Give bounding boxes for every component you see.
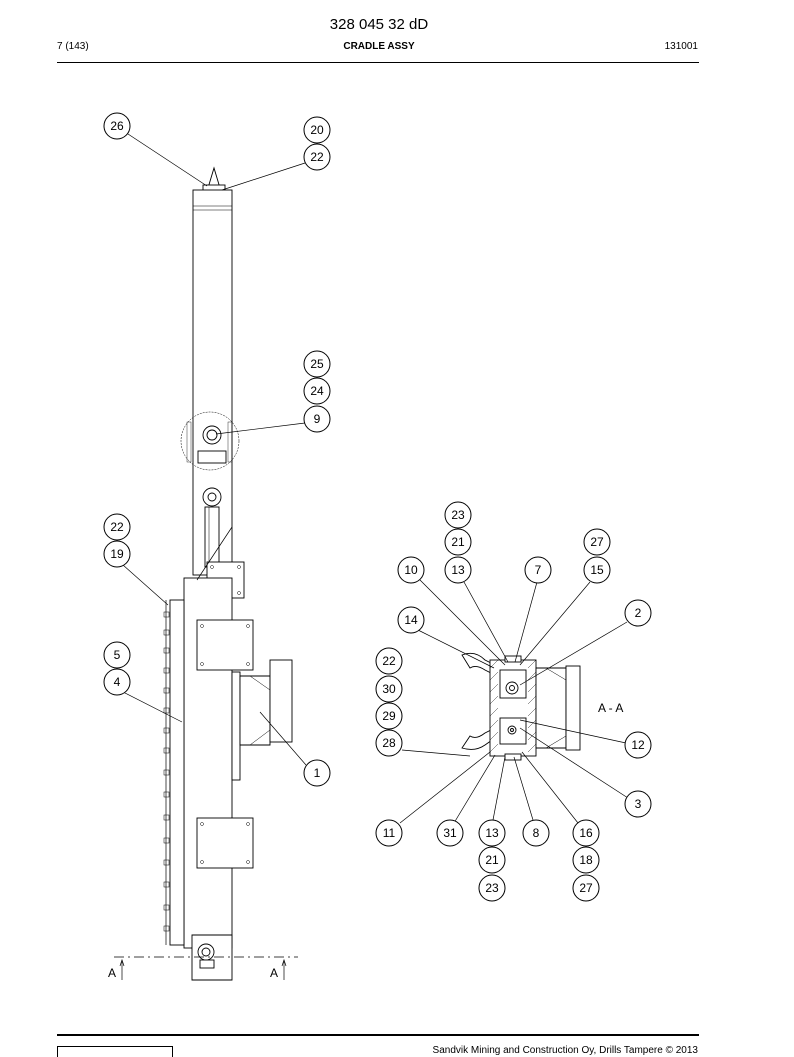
svg-text:22: 22 <box>110 520 124 534</box>
callout-20: 20 <box>303 116 331 144</box>
svg-text:22: 22 <box>310 150 324 164</box>
svg-text:8: 8 <box>533 826 540 840</box>
section-mark-right: A <box>270 966 278 980</box>
svg-text:16: 16 <box>579 826 593 840</box>
callout-31: 31 <box>436 819 464 847</box>
svg-text:26: 26 <box>110 119 124 133</box>
callout-16: 16 <box>572 819 600 847</box>
footer-rule <box>57 1034 699 1036</box>
svg-text:24: 24 <box>310 384 324 398</box>
callout-21: 21 <box>444 528 472 556</box>
callout-9: 9 <box>303 405 331 433</box>
svg-text:28: 28 <box>382 736 396 750</box>
callout-8: 8 <box>522 819 550 847</box>
callout-1: 1 <box>303 759 331 787</box>
document-number: 328 045 32 dD <box>329 16 429 33</box>
callout-24: 24 <box>303 377 331 405</box>
item-reference: 131001 <box>664 41 698 52</box>
svg-text:27: 27 <box>579 881 593 895</box>
callout-13: 13 <box>444 556 472 584</box>
header-rule <box>57 62 699 63</box>
callout-30: 30 <box>375 675 403 703</box>
section-a-a-view: A - A <box>399 579 629 824</box>
callout-18: 18 <box>572 846 600 874</box>
svg-text:1: 1 <box>314 766 321 780</box>
callout-23: 23 <box>444 501 472 529</box>
svg-text:30: 30 <box>382 682 396 696</box>
callout-21: 21 <box>478 846 506 874</box>
callout-15: 15 <box>583 556 611 584</box>
footer-copyright: Sandvik Mining and Construction Oy, Dril… <box>432 1045 698 1056</box>
callout-10: 10 <box>397 556 425 584</box>
svg-text:10: 10 <box>404 563 418 577</box>
callout-14: 14 <box>397 606 425 634</box>
callout-22: 22 <box>375 647 403 675</box>
svg-text:29: 29 <box>382 709 396 723</box>
svg-text:21: 21 <box>451 535 465 549</box>
svg-text:12: 12 <box>631 738 645 752</box>
svg-text:18: 18 <box>579 853 593 867</box>
svg-text:31: 31 <box>443 826 457 840</box>
svg-text:15: 15 <box>590 563 604 577</box>
svg-text:13: 13 <box>451 563 465 577</box>
callout-22: 22 <box>103 513 131 541</box>
callout-28: 28 <box>375 729 403 757</box>
callout-23: 23 <box>478 874 506 902</box>
company-logo <box>57 1046 173 1057</box>
svg-text:4: 4 <box>114 675 121 689</box>
svg-text:9: 9 <box>314 412 321 426</box>
svg-text:20: 20 <box>310 123 324 137</box>
callout-2: 2 <box>624 599 652 627</box>
callout-19: 19 <box>103 540 131 568</box>
section-view-label: A - A <box>598 701 623 715</box>
callout-4: 4 <box>103 668 131 696</box>
callout-7: 7 <box>524 556 552 584</box>
svg-text:5: 5 <box>114 648 121 662</box>
callout-22: 22 <box>303 143 331 171</box>
callout-3: 3 <box>624 790 652 818</box>
svg-text:21: 21 <box>485 853 499 867</box>
callout-27: 27 <box>583 528 611 556</box>
svg-text:22: 22 <box>382 654 396 668</box>
svg-text:7: 7 <box>535 563 542 577</box>
callout-29: 29 <box>375 702 403 730</box>
cradle-side-view: A A <box>108 133 307 981</box>
svg-text:13: 13 <box>485 826 499 840</box>
page-reference: 7 (143) <box>57 41 89 52</box>
svg-text:23: 23 <box>451 508 465 522</box>
svg-text:2: 2 <box>635 606 642 620</box>
svg-text:19: 19 <box>110 547 124 561</box>
section-title: CRADLE ASSY <box>343 41 415 52</box>
callout-5: 5 <box>103 641 131 669</box>
callout-11: 11 <box>375 819 403 847</box>
svg-text:25: 25 <box>310 357 324 371</box>
callout-27: 27 <box>572 874 600 902</box>
svg-text:27: 27 <box>590 535 604 549</box>
svg-text:14: 14 <box>404 613 418 627</box>
callout-25: 25 <box>303 350 331 378</box>
section-mark-left: A <box>108 966 116 980</box>
svg-text:23: 23 <box>485 881 499 895</box>
svg-text:3: 3 <box>635 797 642 811</box>
svg-text:11: 11 <box>383 826 396 840</box>
callout-26: 26 <box>103 112 131 140</box>
callout-13: 13 <box>478 819 506 847</box>
callout-12: 12 <box>624 731 652 759</box>
